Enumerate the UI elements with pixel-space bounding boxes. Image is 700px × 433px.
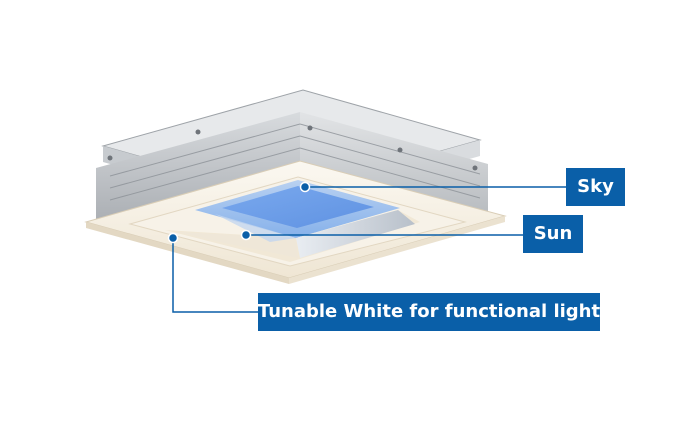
sun-aperture: [165, 210, 420, 262]
sky-label: Sky: [566, 168, 625, 206]
leader-sun: [240, 229, 523, 241]
leader-tunable-white: [167, 232, 258, 313]
tunable-white-marker-dot: [167, 232, 179, 244]
sun-label: Sun: [523, 215, 583, 253]
tunable-white-label: Tunable White for functional light: [258, 293, 600, 331]
housing: [96, 89, 488, 226]
sun-marker-dot: [240, 229, 252, 241]
leader-sky: [299, 181, 566, 193]
sky-marker-dot: [299, 181, 311, 193]
